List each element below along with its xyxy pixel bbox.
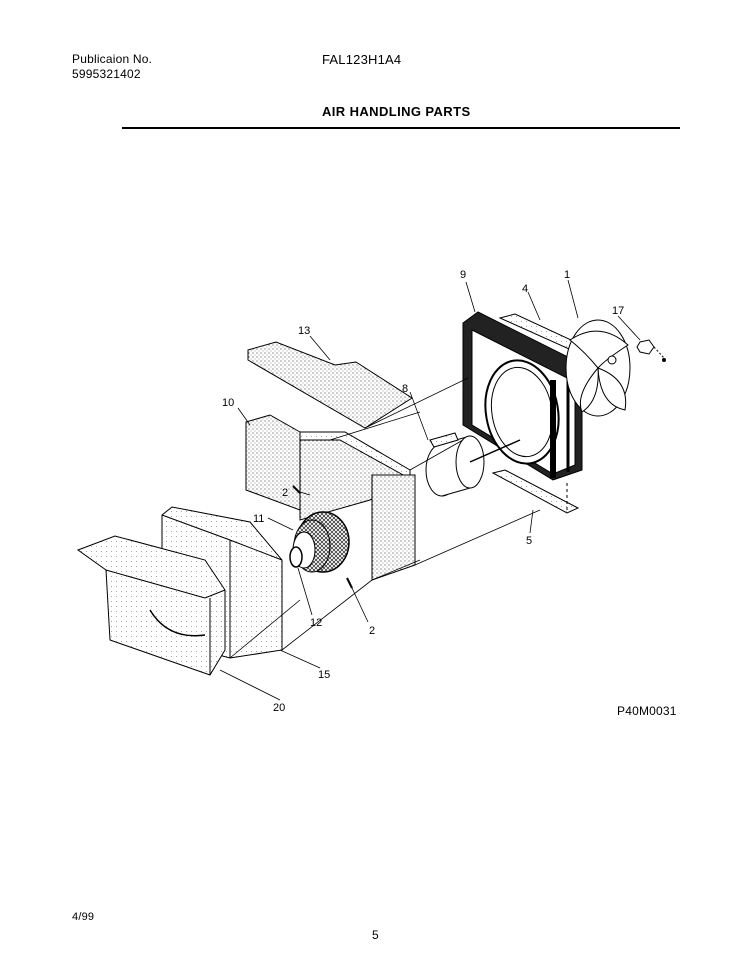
callout-9: 9 bbox=[460, 269, 466, 281]
callout-5: 5 bbox=[526, 535, 532, 547]
publication-number: 5995321402 bbox=[72, 67, 141, 81]
ring-12 bbox=[289, 546, 303, 568]
callout-10: 10 bbox=[222, 397, 234, 409]
callout-17: 17 bbox=[612, 305, 624, 317]
drawing-code: P40M0031 bbox=[617, 704, 677, 718]
callout-8: 8 bbox=[402, 383, 408, 395]
callout-12: 12 bbox=[310, 617, 322, 629]
callout-2b: 2 bbox=[369, 625, 375, 637]
callout-13: 13 bbox=[298, 325, 310, 337]
callout-11: 11 bbox=[253, 513, 264, 525]
callout-2a: 2 bbox=[282, 487, 288, 499]
shroud-9 bbox=[462, 311, 583, 481]
nut-17 bbox=[636, 339, 666, 362]
insulation-strip-13 bbox=[247, 341, 413, 429]
front-panel-20 bbox=[76, 535, 226, 676]
title-rule bbox=[122, 127, 680, 129]
base-bracket-5 bbox=[491, 469, 580, 514]
callout-20: 20 bbox=[273, 702, 285, 714]
leader-lines bbox=[219, 279, 641, 701]
blower-wheel-11 bbox=[292, 511, 350, 573]
callout-15: 15 bbox=[318, 669, 330, 681]
screw-2b bbox=[346, 577, 353, 589]
screw-2a bbox=[292, 485, 301, 494]
assembly-lines bbox=[229, 377, 541, 659]
callout-1: 1 bbox=[564, 269, 570, 281]
revision-date: 4/99 bbox=[72, 911, 95, 923]
fan-blade-1 bbox=[565, 319, 631, 417]
publication-label: Publicaion No. bbox=[72, 52, 153, 66]
page-title: AIR HANDLING PARTS bbox=[322, 104, 471, 119]
model-number: FAL123H1A4 bbox=[322, 52, 402, 67]
callout-4: 4 bbox=[522, 283, 528, 295]
page-number: 5 bbox=[372, 928, 379, 942]
motor-8 bbox=[425, 432, 521, 497]
partition-panel-10 bbox=[245, 414, 416, 581]
